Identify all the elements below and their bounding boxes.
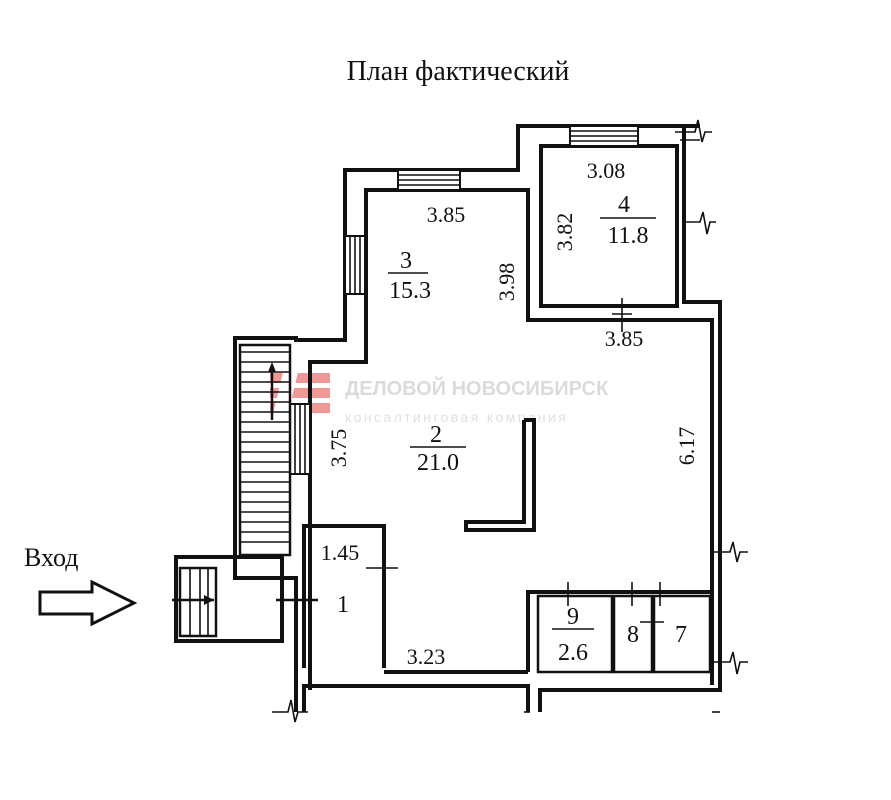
room-7-number: 7 — [675, 622, 687, 648]
room-labels: 3 15.3 4 11.8 2 21.0 1 9 2.6 8 7 — [337, 192, 687, 666]
dim-room3-width: 3.85 — [427, 202, 466, 227]
room-9-number: 9 — [567, 604, 579, 630]
room-3-area: 15.3 — [389, 278, 431, 304]
window-room4 — [569, 125, 639, 147]
arrow-up-icon — [268, 362, 276, 372]
staircase — [238, 343, 292, 557]
room-1-number: 1 — [337, 592, 349, 618]
watermark-title: ДЕЛОВОЙ НОВОСИБИРСК — [345, 376, 609, 400]
watermark: ДЕЛОВОЙ НОВОСИБИРСК консалтинговая компа… — [270, 372, 609, 425]
dim-room4-bottom: 3.85 — [605, 326, 644, 351]
room-3-number: 3 — [400, 248, 412, 274]
room-4-number: 4 — [618, 192, 630, 218]
room-8-number: 8 — [627, 622, 639, 648]
door-marks — [366, 298, 664, 623]
dim-bottom-length: 3.23 — [407, 644, 446, 669]
watermark-subtitle: консалтинговая компания — [345, 409, 568, 425]
dim-room2-height: 3.75 — [326, 429, 351, 468]
entrance-porch — [172, 555, 318, 643]
room-4-area: 11.8 — [607, 223, 648, 249]
entrance-arrow-icon — [38, 579, 138, 627]
window-room3-left — [344, 235, 366, 295]
break-marks — [272, 119, 748, 723]
plan-title: План фактический — [347, 56, 570, 87]
entrance-label: Вход — [24, 543, 79, 572]
room-2-number: 2 — [430, 422, 442, 448]
dim-room1-width: 1.45 — [321, 540, 360, 565]
dimension-labels: 3.85 3.98 3.08 3.82 3.85 3.75 6.17 1.45 … — [321, 158, 699, 669]
window-room2-left — [289, 403, 311, 475]
dim-right-length: 6.17 — [674, 427, 699, 466]
dim-room4-width: 3.08 — [587, 158, 626, 183]
room-2-area: 21.0 — [417, 450, 459, 476]
room-9-area: 2.6 — [558, 640, 588, 666]
dim-room4-depth: 3.82 — [552, 213, 577, 252]
dim-room3-depth: 3.98 — [494, 263, 519, 302]
outer-walls — [233, 124, 722, 712]
window-room3-top — [397, 169, 461, 191]
